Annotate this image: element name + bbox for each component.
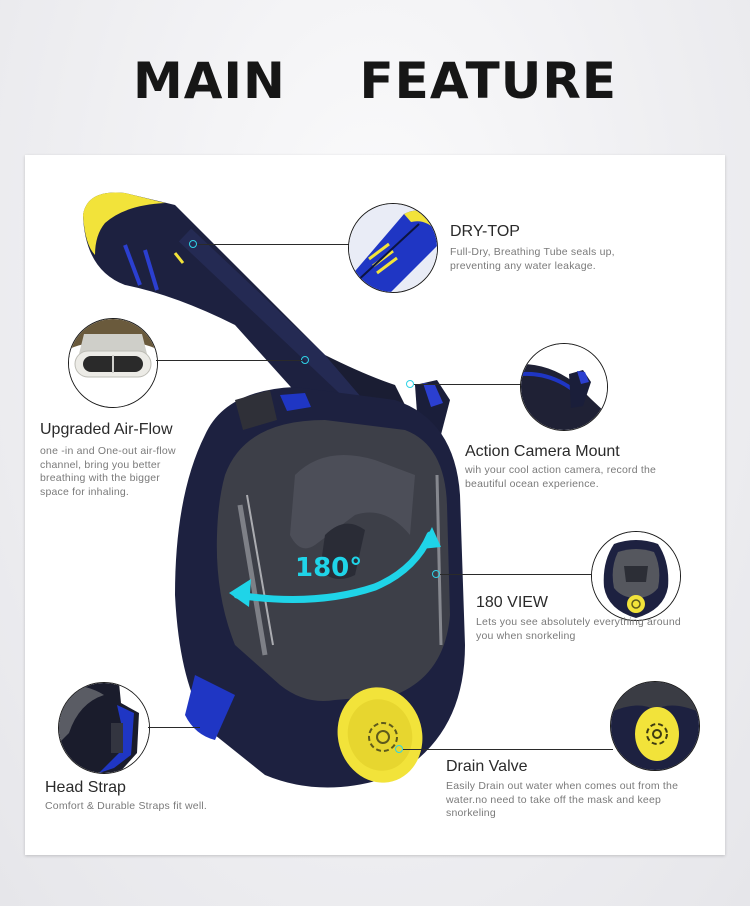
callout-line-view-180 <box>440 574 591 575</box>
drain-valve-title: Drain Valve <box>446 758 528 775</box>
head-strap-description: Comfort & Durable Straps fit well. <box>45 800 208 812</box>
air-flow-description: one -in and One-out air-flow channel, br… <box>40 445 176 498</box>
snorkel-mask-image <box>65 175 485 815</box>
camera-mount-inset <box>520 343 608 431</box>
callout-line-head-strap <box>148 727 200 728</box>
callout-dot-view-180 <box>432 570 440 578</box>
callout-line-dry-top <box>197 244 349 245</box>
callout-dot-drain-valve <box>395 745 403 753</box>
head-strap-inset <box>58 682 150 774</box>
camera-mount-title: Action Camera Mount <box>465 443 620 460</box>
callout-line-drain-valve <box>403 749 613 750</box>
dry-top-inset <box>348 203 438 293</box>
callout-dot-air-flow <box>301 356 309 364</box>
drain-valve-description: Easily Drain out water when comes out fr… <box>446 780 679 819</box>
drain-valve-inset <box>610 681 700 771</box>
camera-mount-description: wih your cool action camera, record the … <box>465 464 657 490</box>
head-strap-title: Head Strap <box>45 779 126 796</box>
callout-line-camera-mount <box>414 384 521 385</box>
callout-dot-camera-mount <box>406 380 414 388</box>
callout-dot-dry-top <box>189 240 197 248</box>
air-flow-title: Upgraded Air-Flow <box>40 421 173 438</box>
view-180-description: Lets you see absolutely everything aroun… <box>476 616 681 642</box>
view-angle-arrow <box>225 525 445 615</box>
page-title: MAIN FEATURE <box>132 52 618 110</box>
view-180-inset <box>591 531 681 621</box>
dry-top-description: Full-Dry, Breathing Tube seals up, preve… <box>450 246 615 272</box>
view-angle-label: 180° <box>295 553 363 583</box>
view-180-title: 180 VIEW <box>476 594 549 611</box>
dry-top-title: DRY-TOP <box>450 223 520 240</box>
air-flow-inset <box>68 318 158 408</box>
callout-line-air-flow <box>156 360 302 361</box>
feature-card: 180° DRY-TOP Full-Dry, Breathing Tube se… <box>25 155 725 855</box>
